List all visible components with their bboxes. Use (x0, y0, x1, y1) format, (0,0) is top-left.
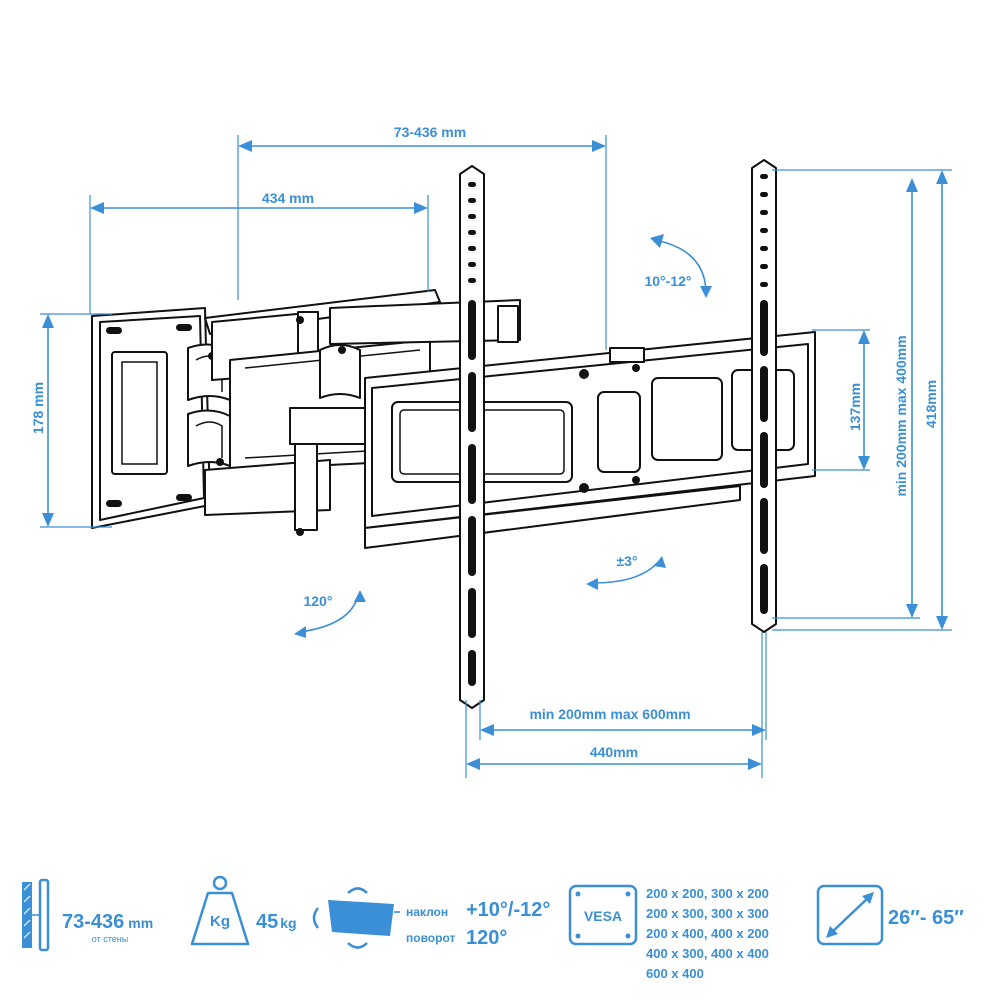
spec-swivel-label: поворот (406, 931, 455, 945)
spec-tilt-value: +10°/-12° (466, 899, 550, 921)
vertical-bracket-right (751, 159, 777, 633)
vesa-item: 600 x 400 (646, 966, 704, 981)
dim-wall-distance: 73-436 mm (394, 124, 466, 140)
spec-swivel-value: 120° (466, 927, 507, 949)
tilt-swivel-icon (312, 887, 400, 949)
spec-tilt-label: наклон (406, 905, 448, 919)
dim-tilt: 10°-12° (644, 273, 691, 289)
mount-drawing (91, 159, 816, 709)
dim-wall-plate-height: 178 mm (30, 382, 46, 434)
dim-arm-length: 434 mm (262, 190, 314, 206)
vertical-bracket-left (459, 165, 485, 709)
screen-diagonal-icon (816, 884, 884, 946)
dimension-lines (40, 135, 952, 778)
dim-swivel: 120° (304, 593, 333, 609)
vesa-icon-label: VESA (584, 908, 622, 924)
horizontal-rails (364, 331, 816, 549)
wall-distance-icon (22, 878, 50, 952)
vesa-icon (568, 884, 638, 946)
vesa-item: 200 x 400, 400 x 200 (646, 926, 769, 941)
spec-wall-distance-note: от стены (92, 934, 128, 944)
dim-rotation: ±3° (616, 553, 637, 569)
wall-plate (91, 307, 211, 529)
weight-icon-label: Kg (210, 913, 230, 930)
dimension-labels: 73-436 mm 434 mm 178 mm 10°-12° 120° ±3°… (30, 124, 939, 760)
arm-hinges (187, 343, 231, 467)
vesa-item: 200 x 200, 300 x 200 (646, 886, 769, 901)
vesa-list: 200 x 200, 300 x 200 200 x 300, 300 x 30… (646, 886, 769, 981)
dim-horizontal-range: min 200mm max 600mm (529, 706, 690, 722)
dim-vertical-range: min 200mm max 400mm (893, 335, 909, 496)
vesa-item: 200 x 300, 300 x 300 (646, 906, 769, 921)
articulating-arms (204, 289, 521, 536)
dim-bracket-width: 440mm (590, 744, 638, 760)
spec-screen-size: 26″- 65″ (888, 907, 964, 929)
weight-icon (190, 875, 250, 946)
vesa-item: 400 x 300, 400 x 400 (646, 946, 769, 961)
dim-bracket-height: 418mm (923, 380, 939, 428)
dim-rail-height: 137mm (847, 383, 863, 431)
